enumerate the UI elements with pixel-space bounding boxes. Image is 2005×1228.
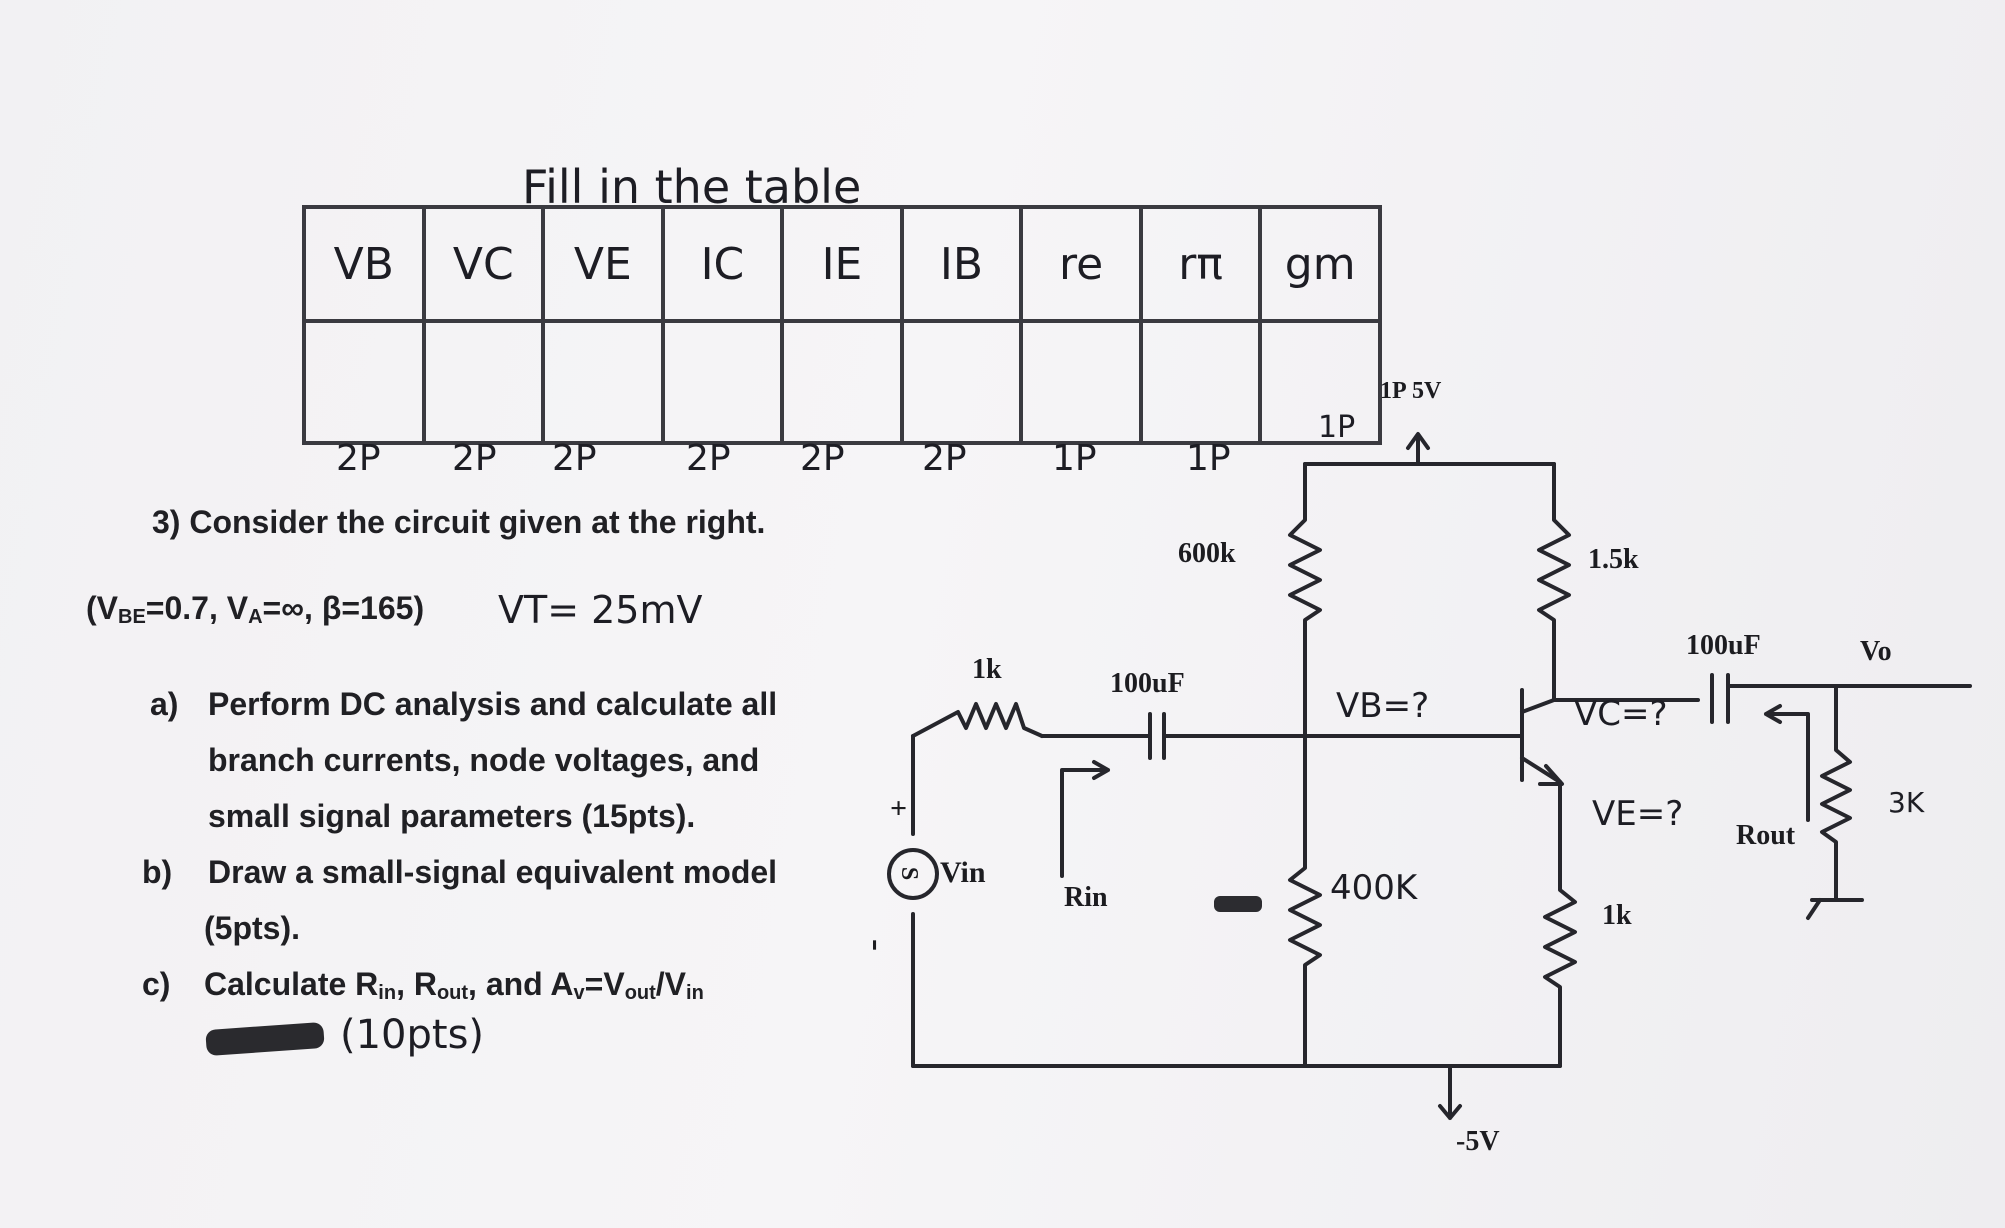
answer-table: VB VC VE IC IE IB re rπ gm <box>302 205 1382 445</box>
header-ib: IB <box>899 205 1024 323</box>
header-ic: IC <box>660 205 785 323</box>
ground-icon <box>1806 898 1864 920</box>
answer-cell[interactable] <box>541 319 665 445</box>
scribbled-value <box>1214 896 1262 912</box>
answer-cell[interactable] <box>899 319 1024 445</box>
part-a-line3: small signal parameters (15pts). <box>208 798 696 834</box>
c-in-label: 100uF <box>1110 668 1185 699</box>
table-answer-row <box>302 319 1382 445</box>
part-c-points: (10pts) <box>340 1012 485 1058</box>
rout-arrow-icon <box>1764 704 1810 822</box>
r-c-label: 1.5k <box>1588 544 1639 575</box>
part-b-line1: Draw a small-signal equivalent model <box>208 854 778 890</box>
given-parameters: (VBE=0.7, VA=∞, β=165) <box>86 590 425 628</box>
rin-arrow-icon <box>1060 760 1110 878</box>
ve-question: VE=? <box>1592 794 1684 834</box>
voltage-source-icon <box>887 848 939 900</box>
answer-cell[interactable] <box>660 319 785 445</box>
answer-cell[interactable] <box>780 319 904 445</box>
header-ve: VE <box>541 205 665 323</box>
part-a-line1: Perform DC analysis and calculate all <box>208 686 778 722</box>
c-out-label: 100uF <box>1686 630 1761 661</box>
table-header-row: VB VC VE IC IE IB re rπ gm <box>302 205 1382 323</box>
points-gm: 1P <box>1318 410 1356 445</box>
points-vb: 2P <box>336 438 381 479</box>
rin-label: Rin <box>1064 882 1108 913</box>
table-title: Fill in the table <box>522 160 862 214</box>
points-ib: 2P <box>922 438 967 479</box>
header-vc: VC <box>421 205 546 323</box>
rout-label: Rout <box>1736 820 1796 851</box>
resistor-1-5k <box>1537 462 1571 702</box>
points-ic: 2P <box>686 438 731 479</box>
resistor-600k <box>1288 462 1322 740</box>
header-vb: VB <box>302 205 426 323</box>
answer-cell[interactable] <box>1258 319 1382 445</box>
answer-cell[interactable] <box>1138 319 1263 445</box>
vee-arrow-icon <box>1438 1064 1462 1120</box>
header-gm: gm <box>1258 205 1382 323</box>
source-symbol: S <box>896 866 923 881</box>
answer-cell[interactable] <box>302 319 426 445</box>
points-vc: 2P <box>452 438 497 479</box>
resistor-3k <box>1820 684 1852 902</box>
r-load-label: 3K <box>1888 786 1925 819</box>
header-ie: IE <box>780 205 904 323</box>
vo-label: Vo <box>1860 636 1892 667</box>
part-a-line2: branch currents, node voltages, and <box>208 742 760 778</box>
points-ie: 2P <box>800 438 845 479</box>
r-b2-label: 400K <box>1330 868 1418 908</box>
capacitor-out <box>1710 673 1730 724</box>
r-b1-label: 600k <box>1178 538 1236 569</box>
vcc-arrow-icon <box>1406 432 1430 466</box>
answer-cell[interactable] <box>421 319 546 445</box>
resistor-400k <box>1288 736 1322 1068</box>
transistor-emitter <box>1520 756 1562 784</box>
source-minus: - <box>858 939 898 951</box>
vcc-points: 1P <box>1380 378 1407 404</box>
vt-note: VT= 25mV <box>498 588 703 632</box>
part-a-label: a) <box>150 686 179 722</box>
source-plus: + <box>890 792 908 825</box>
capacitor-in <box>1148 712 1166 760</box>
answer-cell[interactable] <box>1019 319 1143 445</box>
resistor-1k-source <box>911 702 1044 738</box>
resistor-1k-emitter <box>1543 780 1577 1068</box>
r-source-label: 1k <box>972 654 1002 685</box>
vc-question: VC=? <box>1574 694 1668 734</box>
transistor-collector <box>1520 698 1556 714</box>
header-rpi: rπ <box>1138 205 1263 323</box>
part-b-line2: (5pts). <box>204 910 300 946</box>
vb-question: VB=? <box>1336 686 1430 726</box>
part-c-line1: Calculate Rin, Rout, and Av=Vout/Vin <box>204 966 704 1004</box>
points-ve: 2P <box>552 438 597 479</box>
part-c-label: c) <box>142 966 171 1002</box>
vee-label: -5V <box>1456 1126 1500 1157</box>
part-b-label: b) <box>142 854 173 890</box>
points-re: 1P <box>1052 438 1097 479</box>
points-rpi: 1P <box>1186 438 1231 479</box>
question-heading: 3) Consider the circuit given at the rig… <box>152 504 766 540</box>
source-label: Vin <box>940 856 986 889</box>
r-e-label: 1k <box>1602 900 1632 931</box>
vcc-label: 5V <box>1412 378 1442 404</box>
header-re: re <box>1019 205 1143 323</box>
